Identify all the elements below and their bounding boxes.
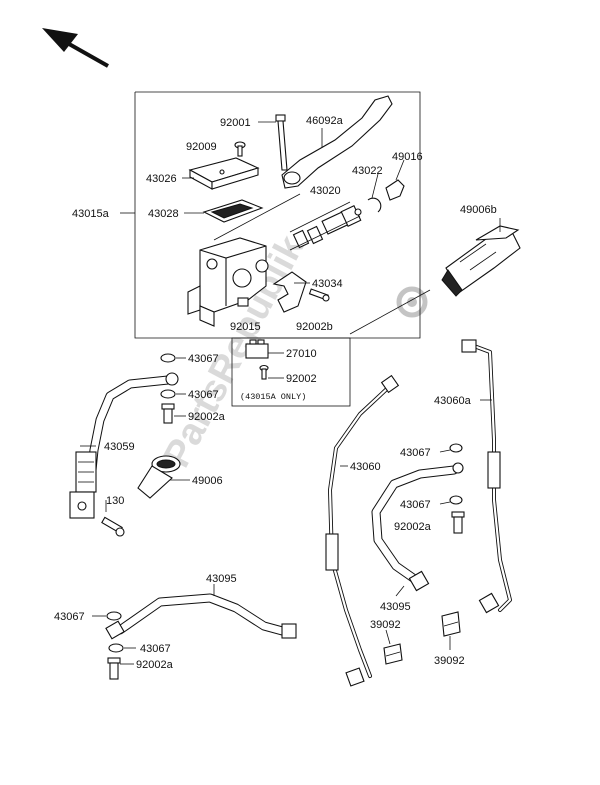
label-43095-2: 43095 xyxy=(380,601,411,613)
washer xyxy=(106,611,122,621)
hose-43095-lower xyxy=(105,593,297,640)
label-39092-2: 39092 xyxy=(434,655,465,667)
direction-arrow-icon xyxy=(42,28,109,68)
label-43059: 43059 xyxy=(104,441,135,453)
label-92002: 92002 xyxy=(286,373,317,385)
piston-kit xyxy=(292,205,362,249)
label-49006: 49006 xyxy=(192,475,223,487)
label-46092a: 46092a xyxy=(306,115,344,127)
label-130: 130 xyxy=(106,495,124,507)
label-43015a: 43015a xyxy=(72,208,110,220)
label-43026: 43026 xyxy=(146,173,177,185)
label-43067-6: 43067 xyxy=(140,643,171,655)
assembly-frame xyxy=(134,91,421,339)
label-92002a-1: 92002a xyxy=(188,411,226,423)
brake-switch xyxy=(245,339,269,359)
washer xyxy=(449,495,463,505)
label-92009: 92009 xyxy=(186,141,217,153)
label-49016: 49016 xyxy=(392,151,423,163)
label-43034: 43034 xyxy=(312,278,343,290)
label-27010: 27010 xyxy=(286,348,317,360)
dust-boot xyxy=(385,179,405,201)
label-92001: 92001 xyxy=(220,117,251,129)
label-49006b: 49006b xyxy=(460,204,497,216)
label-43067-3: 43067 xyxy=(400,447,431,459)
part-92015 xyxy=(237,297,249,307)
clip-39092-right xyxy=(441,611,461,637)
label-43067-5: 43067 xyxy=(54,611,85,623)
washer xyxy=(449,443,463,453)
label-43028: 43028 xyxy=(148,208,179,220)
master-cylinder-body xyxy=(187,237,269,327)
banjo-bolt xyxy=(107,657,121,680)
reservoir-cap xyxy=(188,157,260,190)
note-43015a-only: (43015A ONLY) xyxy=(240,392,306,402)
assembly-subframe xyxy=(231,337,351,407)
washer xyxy=(160,389,176,399)
gear-logo-icon xyxy=(396,286,428,318)
banjo-bolt xyxy=(161,403,175,424)
diaphragm xyxy=(202,199,264,223)
brake-lever xyxy=(281,95,393,189)
label-43067-2: 43067 xyxy=(188,389,219,401)
label-43067-1: 43067 xyxy=(188,353,219,365)
brake-line-43060a xyxy=(461,339,512,614)
banjo-bolt xyxy=(451,511,465,534)
label-43022: 43022 xyxy=(352,165,383,177)
label-92002b: 92002b xyxy=(296,321,333,333)
joint-49006 xyxy=(137,455,181,499)
label-43020: 43020 xyxy=(310,185,341,197)
washer xyxy=(160,353,176,363)
bolt-130 xyxy=(101,516,125,537)
label-43095-1: 43095 xyxy=(206,573,237,585)
bolt-92001 xyxy=(275,114,288,171)
clamp-bolt xyxy=(308,288,330,302)
clip-39092-left xyxy=(383,643,403,665)
label-39092-1: 39092 xyxy=(370,619,401,631)
hose-43059 xyxy=(69,372,179,519)
handlebar-clamp xyxy=(272,271,307,313)
grip-49006b xyxy=(441,225,521,297)
label-92015: 92015 xyxy=(230,321,261,333)
brake-line-43060 xyxy=(325,374,400,687)
label-92002a-3: 92002a xyxy=(136,659,174,671)
label-43067-4: 43067 xyxy=(400,499,431,511)
label-92002a-2: 92002a xyxy=(394,521,432,533)
circlip xyxy=(367,197,382,213)
switch-screw xyxy=(259,364,269,380)
label-43060a: 43060a xyxy=(434,395,472,407)
screw-92009 xyxy=(234,141,246,157)
hose-43095-middle xyxy=(371,462,464,592)
label-43060: 43060 xyxy=(350,461,381,473)
washer xyxy=(108,643,124,653)
